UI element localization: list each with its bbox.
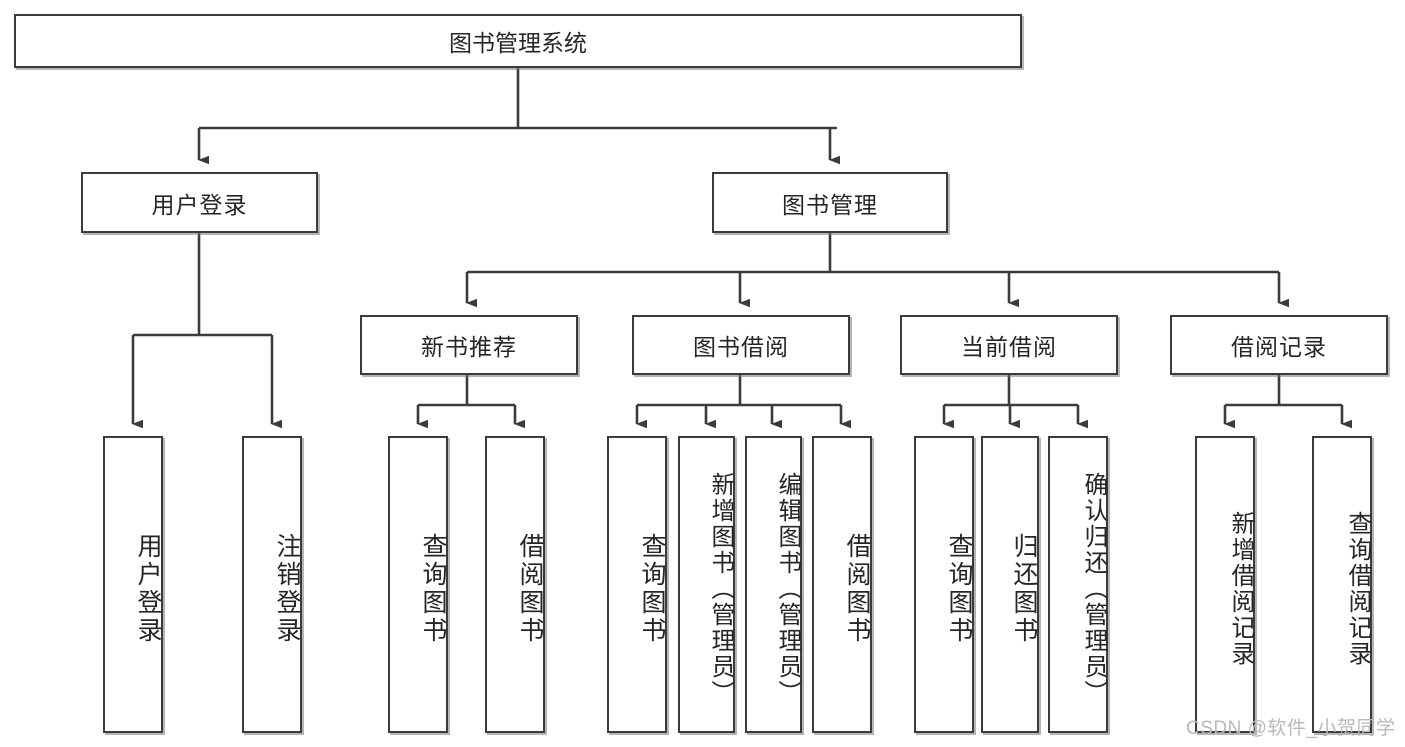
node-new-book-recommend[interactable]: 新书推荐 [360,315,578,375]
leaf-logout[interactable]: 注销登录 [242,436,302,733]
watermark-text: CSDN @软件_小贺同学 [1186,718,1396,739]
node-label: 当前借阅 [961,334,1057,360]
node-label: 查询图书 [638,532,666,645]
leaf-user-login[interactable]: 用户登录 [103,436,163,733]
node-current-borrow[interactable]: 当前借阅 [900,315,1118,375]
node-label: 查询借阅记录 [1344,510,1371,667]
node-label: 查询图书 [419,532,447,645]
leaf-add-borrow-record[interactable]: 新增借阅记录 [1195,436,1255,733]
leaf-query-borrow-record[interactable]: 查询借阅记录 [1312,436,1372,733]
leaf-query-book-recommend[interactable]: 查询图书 [388,436,448,733]
node-label: 图书管理 [782,191,878,218]
node-label: 借阅图书 [516,532,544,645]
node-label: 新增借阅记录 [1227,510,1254,667]
node-root-system[interactable]: 图书管理系统 [14,14,1022,68]
node-book-management[interactable]: 图书管理 [712,172,948,233]
leaf-query-book-borrow[interactable]: 查询图书 [607,436,667,733]
node-label: 查询图书 [945,532,973,645]
leaf-add-book-admin[interactable]: 新增图书（管理员） [678,436,735,733]
leaf-borrow-book[interactable]: 借阅图书 [812,436,872,733]
leaf-borrow-book-recommend[interactable]: 借阅图书 [485,436,545,733]
node-label: 新书推荐 [421,334,517,360]
node-label: 用户登录 [151,191,248,218]
node-label: 新增图书（管理员） [707,471,734,706]
leaf-return-book[interactable]: 归还图书 [981,436,1039,733]
node-label: 用户登录 [134,532,162,645]
node-label: 编辑图书（管理员） [774,471,801,706]
leaf-edit-book-admin[interactable]: 编辑图书（管理员） [745,436,802,733]
node-label: 注销登录 [273,532,301,645]
node-label: 图书借阅 [693,334,789,360]
node-label: 归还图书 [1010,532,1038,645]
node-label: 借阅记录 [1231,334,1327,360]
leaf-confirm-return-admin[interactable]: 确认归还（管理员） [1048,436,1108,733]
node-label: 图书管理系统 [449,30,587,56]
leaf-query-book-current[interactable]: 查询图书 [914,436,974,733]
node-label: 确认归还（管理员） [1080,471,1107,706]
node-book-borrow[interactable]: 图书借阅 [632,315,850,375]
node-borrow-record[interactable]: 借阅记录 [1170,315,1388,375]
node-label: 借阅图书 [843,532,871,645]
node-user-login[interactable]: 用户登录 [81,172,318,233]
